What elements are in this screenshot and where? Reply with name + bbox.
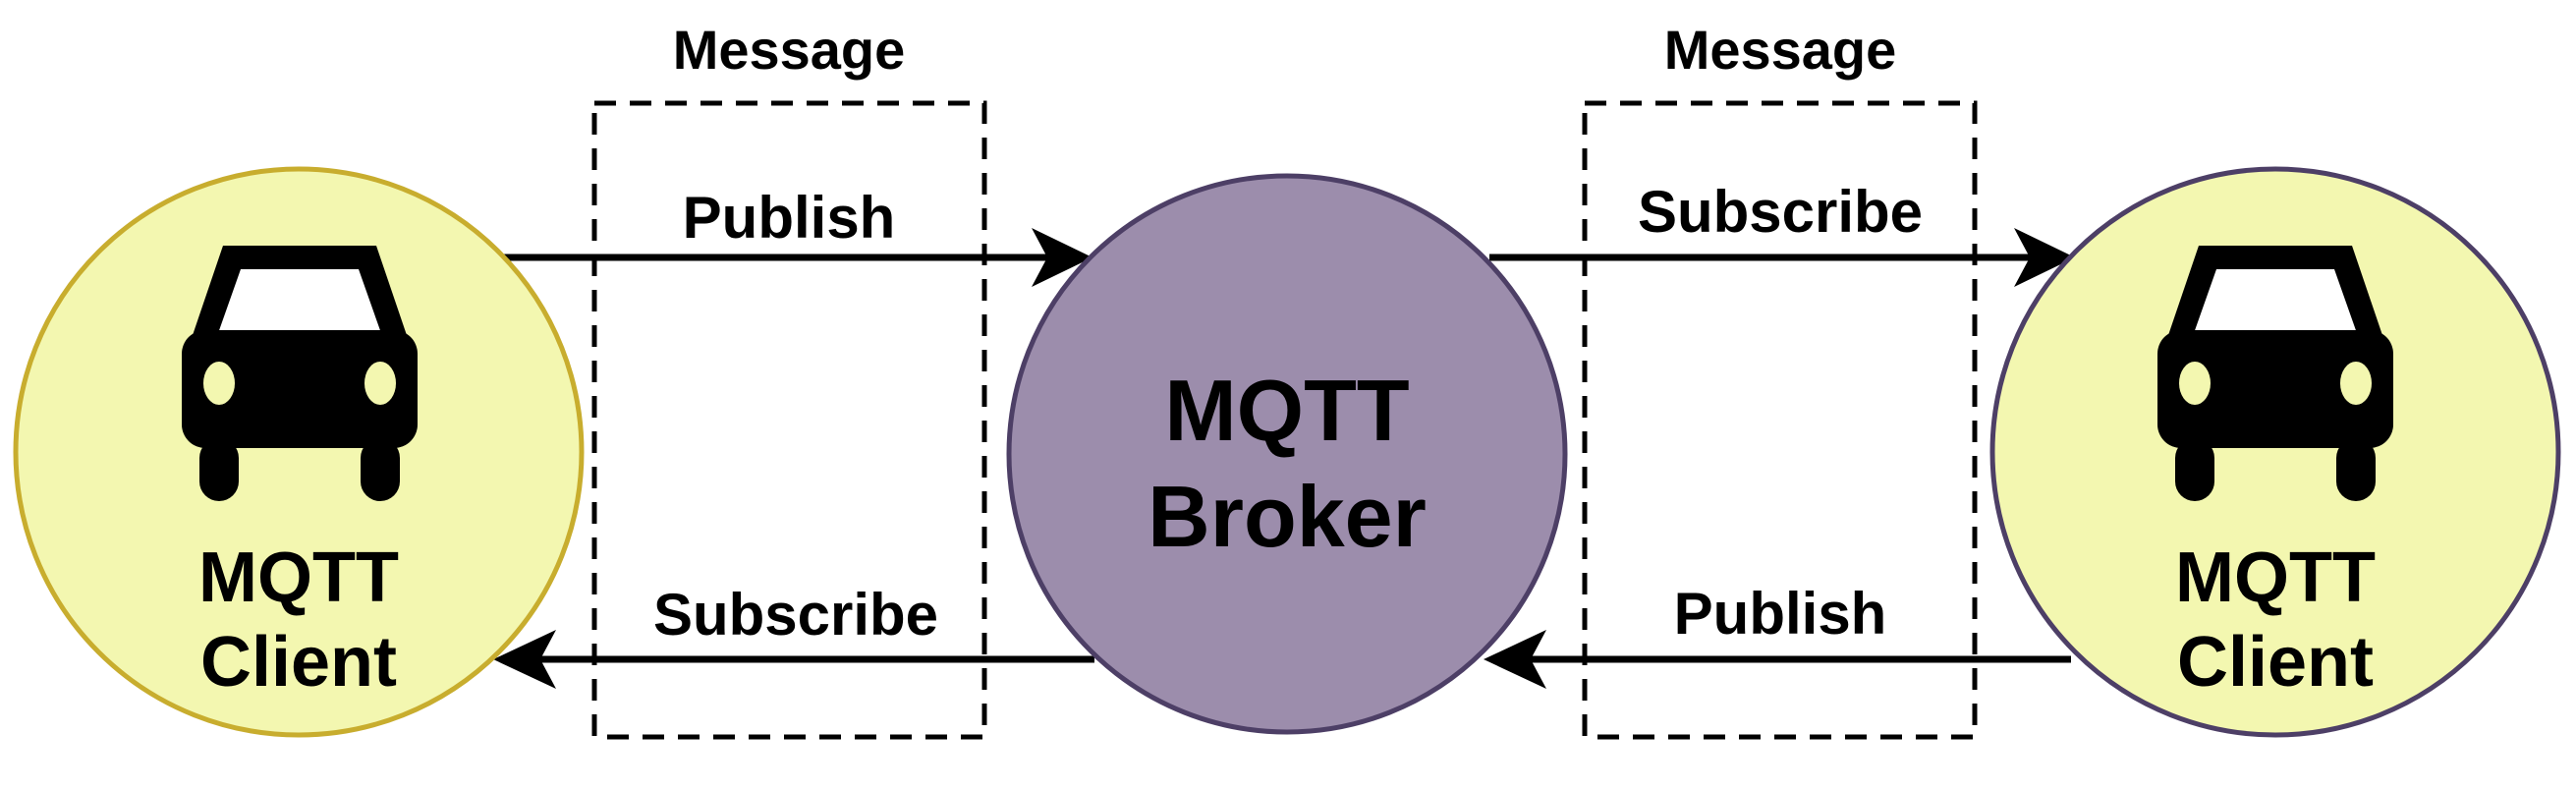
mqtt-client-left: MQTT Client — [13, 166, 585, 738]
client-right-line1: MQTT — [2175, 538, 2376, 617]
arrow-left-subscribe — [493, 630, 1094, 689]
label-right-publish: Publish — [1674, 581, 1887, 647]
mqtt-client-right: MQTT Client — [1989, 166, 2561, 738]
arrow-right-subscribe — [1489, 228, 2075, 287]
message-box-right — [1582, 100, 1978, 740]
message-title-right: Message — [1664, 19, 1897, 81]
client-left-line1: MQTT — [198, 538, 399, 617]
label-left-subscribe: Subscribe — [653, 582, 938, 648]
label-right-subscribe: Subscribe — [1638, 179, 1923, 245]
arrow-right-publish — [1484, 630, 2071, 689]
arrow-left-publish — [496, 228, 1092, 287]
client-right-line2: Client — [2177, 623, 2374, 702]
broker-line1: MQTT — [1164, 362, 1409, 459]
label-left-publish: Publish — [683, 185, 896, 251]
client-left-line2: Client — [200, 623, 397, 702]
message-title-left: Message — [673, 19, 906, 81]
message-box-left — [591, 100, 987, 740]
broker-line2: Broker — [1148, 468, 1427, 565]
mqtt-broker: MQTT Broker — [1006, 173, 1568, 735]
